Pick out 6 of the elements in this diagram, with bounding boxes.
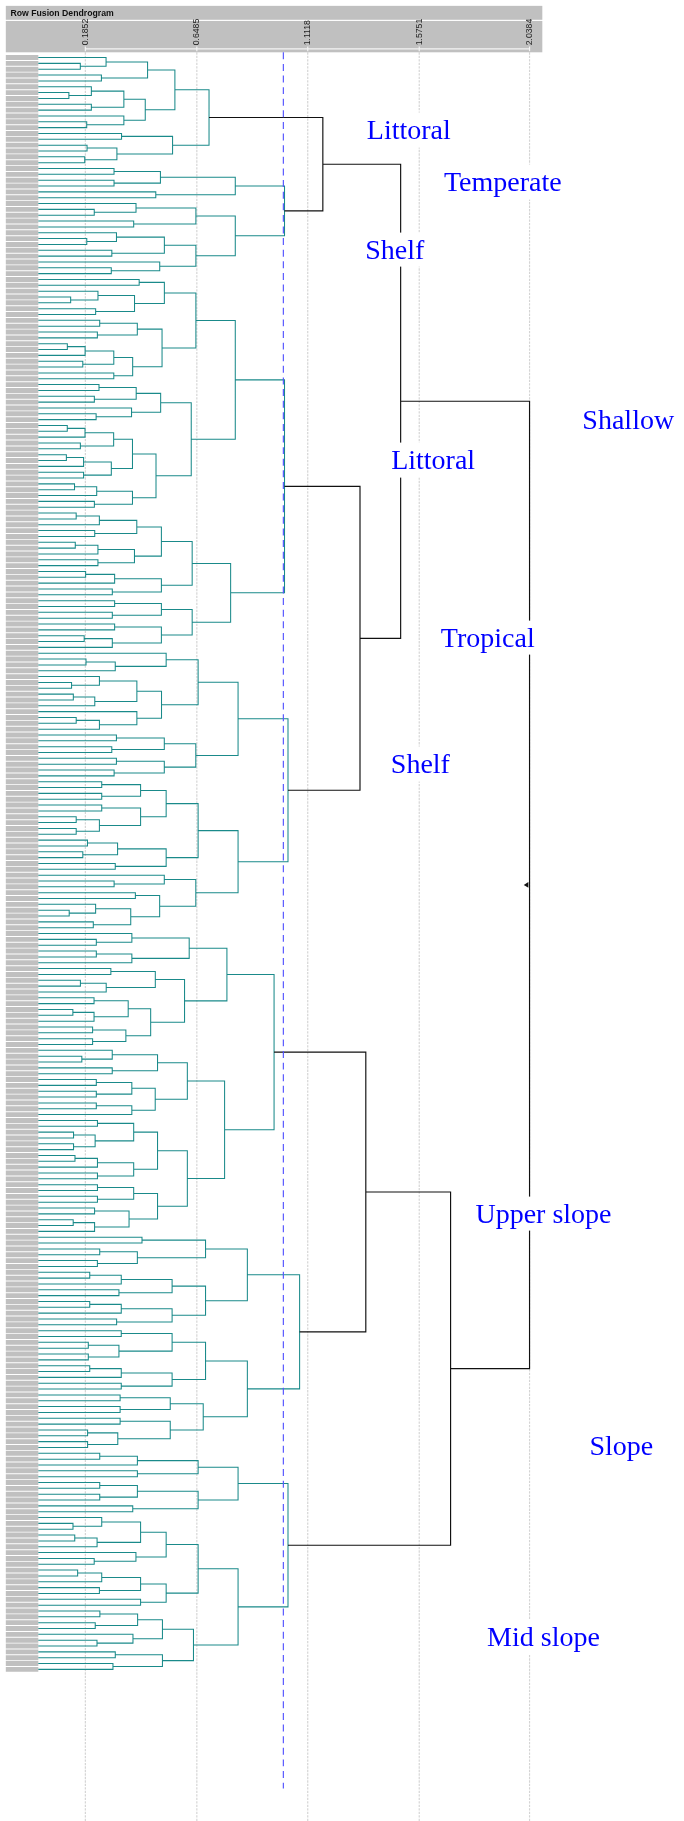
axis-tick-label: 1.1118 <box>302 20 313 46</box>
chart-title: Row Fusion Dendrogram <box>10 8 114 19</box>
axis-tick-label: 2.0384 <box>523 18 534 46</box>
axis-tick-label: 1.5751 <box>413 18 424 46</box>
axis-tick-label: 0.1852 <box>79 18 90 46</box>
axis-tick-label: 0.6485 <box>191 18 202 46</box>
